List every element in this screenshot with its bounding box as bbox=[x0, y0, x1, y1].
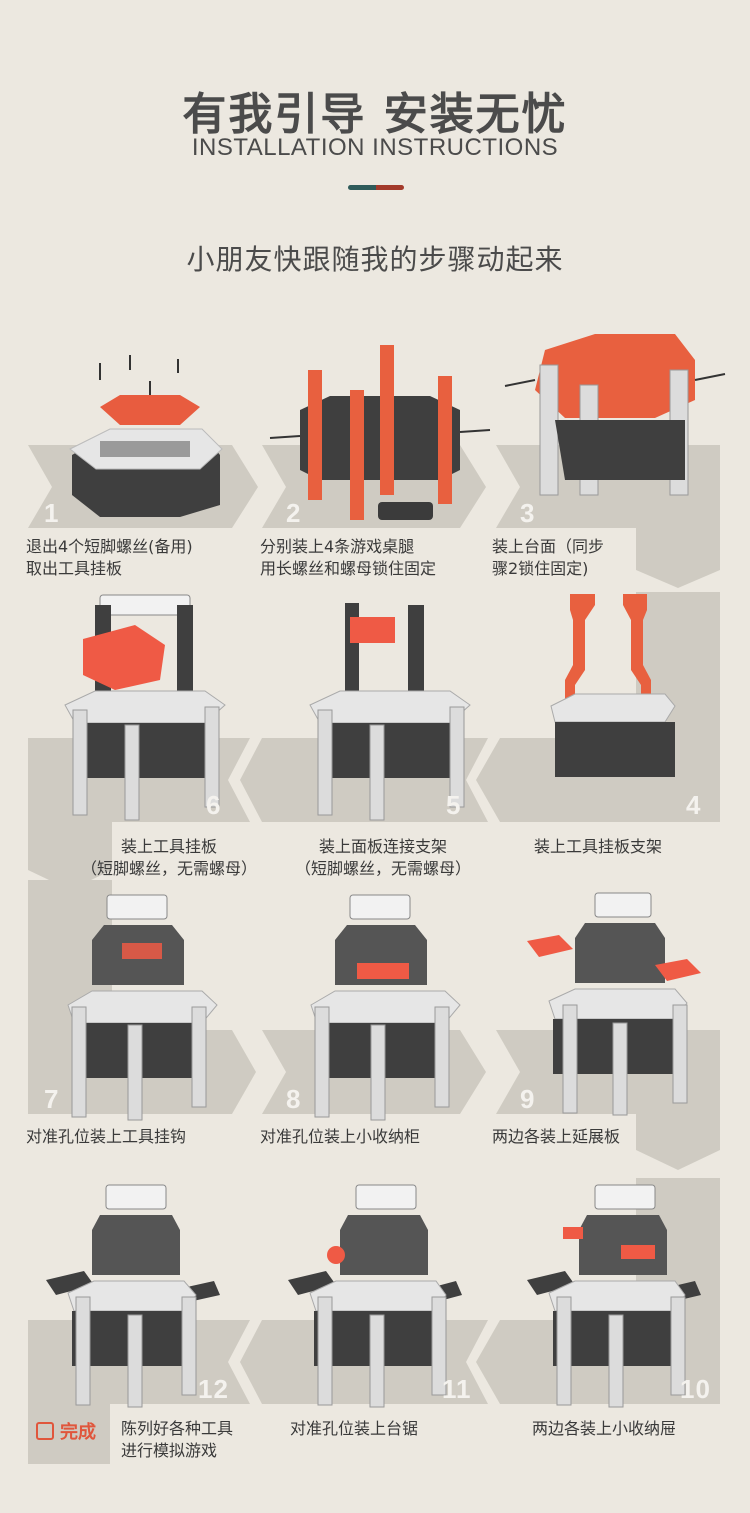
step-4-illustration bbox=[550, 594, 676, 777]
step-5-caption: 装上面板连接支架（短脚螺丝，无需螺母） bbox=[294, 837, 471, 878]
step-1-number: 1 bbox=[44, 498, 60, 528]
step-6-number: 6 bbox=[206, 790, 222, 820]
step-10-caption: 两边各装上小收纳屉 bbox=[532, 1419, 677, 1438]
step-2-caption: 分别装上4条游戏桌腿用长螺丝和螺母锁住固定 bbox=[260, 537, 437, 578]
step-3-illustration bbox=[504, 334, 726, 496]
step-9-number: 9 bbox=[520, 1084, 536, 1114]
step-2-illustration bbox=[269, 345, 491, 520]
step-3-number: 3 bbox=[520, 498, 536, 528]
title-divider bbox=[348, 185, 404, 190]
step-10-illustration bbox=[527, 1184, 701, 1408]
step-4-number: 4 bbox=[686, 790, 702, 820]
step-8-illustration bbox=[310, 894, 461, 1121]
step-12-number: 12 bbox=[198, 1374, 229, 1404]
step-8-number: 8 bbox=[286, 1084, 302, 1114]
step-12-illustration bbox=[46, 1184, 220, 1408]
step-2-number: 2 bbox=[286, 498, 302, 528]
step-9-illustration bbox=[527, 892, 701, 1116]
step-1-caption: 退出4个短脚螺丝(备用)取出工具挂板 bbox=[26, 537, 193, 578]
step-4-caption: 装上工具挂板支架 bbox=[534, 837, 663, 856]
step-6-caption: 装上工具挂板（短脚螺丝，无需螺母） bbox=[80, 837, 257, 878]
step-11-illustration bbox=[288, 1184, 462, 1408]
step-7-number: 7 bbox=[44, 1084, 60, 1114]
page-subtitle: INSTALLATION INSTRUCTIONS bbox=[191, 134, 559, 161]
step-6-illustration bbox=[64, 594, 226, 821]
step-10-number: 10 bbox=[680, 1374, 711, 1404]
step-11-number: 11 bbox=[442, 1374, 472, 1404]
step-5-number: 5 bbox=[446, 790, 462, 820]
step-11-caption: 对准孔位装上台锯 bbox=[290, 1419, 419, 1438]
check-icon bbox=[36, 1422, 54, 1440]
step-3-caption: 装上台面（同步骤2锁住固定) bbox=[492, 537, 605, 578]
step-7-caption: 对准孔位装上工具挂钩 bbox=[26, 1127, 187, 1146]
tagline: 小朋友快跟随我的步骤动起来 bbox=[186, 243, 564, 276]
page-title: 有我引导 安装无忧 bbox=[182, 89, 568, 140]
step-12-caption: 陈列好各种工具进行模拟游戏 bbox=[121, 1419, 234, 1460]
step-1-illustration bbox=[69, 355, 223, 517]
step-5-illustration bbox=[309, 603, 471, 821]
step-8-caption: 对准孔位装上小收纳柜 bbox=[260, 1127, 421, 1146]
step-9-caption: 两边各装上延展板 bbox=[492, 1127, 621, 1146]
done-badge: 完成 bbox=[36, 1418, 96, 1444]
step-7-illustration bbox=[67, 894, 218, 1121]
